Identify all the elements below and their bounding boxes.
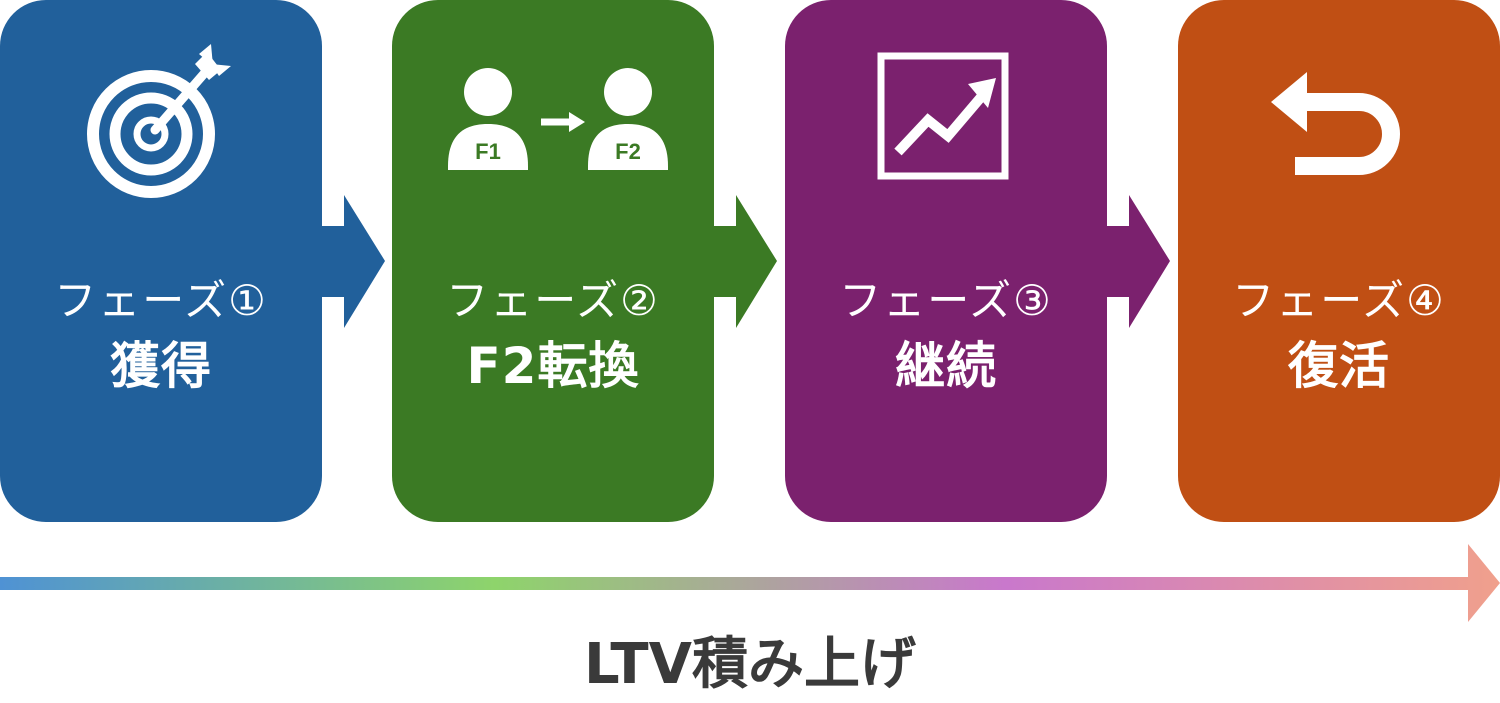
- phase-card-2: F1 F2 フェーズ② F2転換: [392, 0, 714, 522]
- timeline-caption: LTV積み上げ: [584, 632, 916, 697]
- phase-name: 継続: [895, 337, 997, 395]
- timeline-arrow: [0, 544, 1500, 622]
- connector-arrow-1: [322, 195, 385, 328]
- phase-card-1: フェーズ① 獲得: [0, 0, 322, 522]
- phase-label: フェーズ④: [1232, 276, 1446, 325]
- growth-chart-icon: [785, 36, 1107, 206]
- phase-name: F2転換: [466, 337, 640, 395]
- phase-label: フェーズ②: [446, 276, 660, 325]
- phase-card-3: フェーズ③ 継続: [785, 0, 1107, 522]
- phase-label: フェーズ①: [54, 276, 268, 325]
- phase-label: フェーズ③: [839, 276, 1053, 325]
- phase-card-4: フェーズ④ 復活: [1178, 0, 1500, 522]
- f2-tag: F2: [615, 139, 641, 164]
- return-arrow-icon: [1178, 36, 1500, 206]
- connector-arrow-2: [714, 195, 777, 328]
- phase-name: 復活: [1288, 337, 1390, 395]
- customer-transition-icon: F1 F2: [392, 36, 714, 206]
- f1-tag: F1: [475, 139, 501, 164]
- target-icon: [0, 36, 322, 206]
- phase-name: 獲得: [110, 337, 212, 395]
- connector-arrow-3: [1107, 195, 1170, 328]
